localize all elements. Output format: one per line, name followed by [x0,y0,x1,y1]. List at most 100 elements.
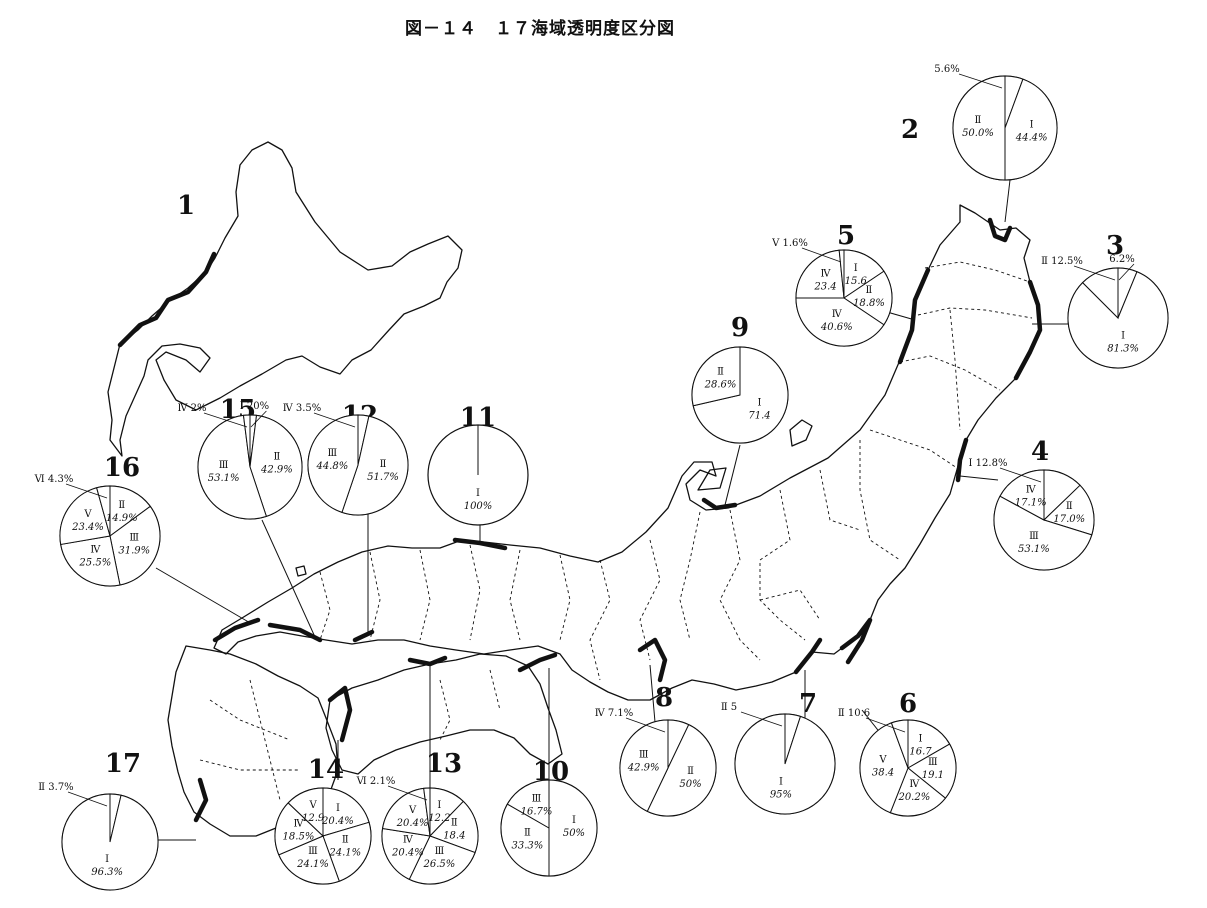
pie-label-7-0: 95% [770,790,792,801]
pie-callout-5-0: Ⅴ 1.6% [771,238,808,249]
pie-label-2-1: 50.0% [962,128,994,139]
pie-label-6-2: 20.2% [897,792,930,803]
pie-class-12-0: Ⅱ [380,459,387,470]
pie-class-7-0: Ⅰ [779,777,783,788]
pie-slice-13-4 [382,787,431,837]
pie-class-3-0: Ⅰ [1121,330,1125,341]
pie-label-14-4: 12.9 [302,813,325,824]
pie-callout-7-0: Ⅱ 5 [721,702,737,713]
pie-slice-4-2 [993,495,1093,571]
pie-slice-6-0 [907,719,951,769]
pie-class-8-0: Ⅱ [687,766,694,777]
pie-slice-14-0 [322,787,370,837]
pie-slice-16-1 [109,505,161,586]
pie-slice-14-1 [322,821,372,882]
pie-slice-15-3 [242,414,251,468]
pie-callout-3-1: 6.2% [1109,254,1134,265]
region-1: 1 [177,191,195,221]
pie-slice-17-1 [61,793,159,891]
coast-seg-3 [1013,279,1043,381]
pie-label-16-3: 23.4% [71,522,104,533]
pie-slice-13-1 [429,800,479,854]
pie-callout-17-0: Ⅱ 3.7% [38,782,73,793]
pie-slice-13-3 [381,827,431,880]
oki-islands [295,565,307,577]
pie-slice-5-3 [795,249,845,299]
pie-class-2-0: Ⅰ [1030,120,1034,131]
coast-seg-4 [955,437,969,483]
pie-class-4-0: Ⅱ [1066,501,1073,512]
pie-class-15-0: Ⅱ [274,451,281,462]
pie-label-16-1: 31.9% [118,545,150,556]
pie-callout-8-0: Ⅳ 7.1% [595,708,634,719]
pie-class-13-1: Ⅱ [451,817,458,828]
region-number-8: 8 [655,683,673,713]
pie-class-12-1: Ⅲ [328,448,338,459]
pie-slice-14-4 [287,787,324,838]
pie-label-5-3: 23.4 [813,281,836,292]
pie-class-5-1: Ⅱ [866,285,873,296]
pie-class-4-1: Ⅲ [1029,531,1039,542]
pie-class-5-2: Ⅳ [832,309,843,320]
pie-slice-8-1 [646,724,717,817]
pie-class-13-0: Ⅰ [437,800,441,811]
region-number-3: 3 [1106,231,1124,261]
pie-class-17-0: Ⅰ [105,854,109,865]
pie-label-13-2: 26.5% [423,859,456,870]
pie-class-16-2: Ⅳ [90,544,101,555]
coast-seg-13 [407,655,448,667]
region-number-4: 4 [1031,437,1049,467]
pie-label-5-2: 40.6% [820,322,853,333]
pie-label-16-2: 25.5% [78,557,111,568]
coast-seg-7 [793,637,823,675]
pie-slice-10-2 [506,779,550,829]
pie-class-6-1: Ⅲ [928,757,938,768]
pie-slice-16-2 [60,535,121,587]
prefecture-borders [199,261,1033,801]
pie-slice-3-2 [1081,267,1119,320]
pie-callout-6-0: Ⅱ 10.6 [838,708,870,719]
pie-label-4-0: 17.0% [1053,514,1085,525]
pie-class-6-0: Ⅰ [919,733,923,744]
pie-class-10-0: Ⅰ [572,815,576,826]
pie-class-8-1: Ⅲ [639,749,649,760]
pie-slice-16-4 [96,485,111,537]
pie-label-14-1: 24.1% [328,847,361,858]
coast-seg-6 [839,617,873,665]
pie-slice-5-1 [843,270,893,326]
pie-label-3-0: 81.3% [1107,343,1139,354]
pie-class-16-1: Ⅲ [129,532,139,543]
pie-slice-7-1 [734,713,836,815]
region-number-16: 16 [104,453,140,483]
region-number-14: 14 [308,755,344,785]
pie-label-15-1: 53.1% [208,473,240,484]
coast-seg-12 [352,629,375,643]
coast-seg-14 [327,685,353,743]
coast-seg-8 [637,637,668,683]
pie-class-5-0: Ⅰ [854,263,858,274]
pie-slice-2-1 [1004,78,1058,181]
pie-class-14-4: Ⅴ [309,800,318,811]
pie-label-5-0: 15.6 [845,276,868,287]
pie-label-6-1: 19.1 [922,770,944,781]
pie-slice-14-3 [274,802,324,856]
pie-slice-12-2 [307,414,359,513]
region-number-13: 13 [426,749,462,779]
pie-slice-13-5 [423,787,431,837]
pie-class-13-4: Ⅴ [408,805,417,816]
pie-class-14-1: Ⅱ [342,834,349,845]
noto-peninsula [697,467,727,491]
pie-label-11-0: 100% [464,501,493,512]
pie-label-15-0: 42.9% [260,464,293,475]
coast-seg-1 [117,251,217,348]
pie-label-13-0: 12.2 [428,813,450,824]
pie-class-13-3: Ⅳ [403,835,414,846]
